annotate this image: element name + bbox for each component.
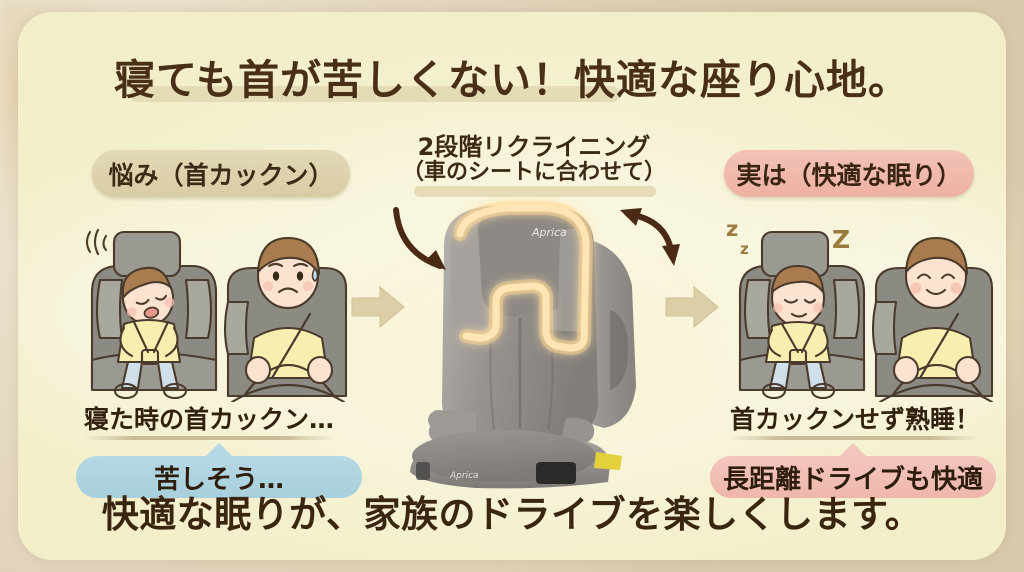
driver-worried-before [223,236,348,404]
speech-bubble-before-label: 苦しそう… [153,464,284,495]
caption-before-text: 寝た時の首カックン… [84,405,335,434]
isofix-connector [536,462,576,484]
speech-bubble-after-label: 長距離ドライブも快適 [722,464,983,495]
svg-text:z: z [726,217,738,241]
illustration-before: .ln{fill:none;stroke:#4b3b2c;stroke-widt… [76,210,354,404]
driver-happy-after [871,236,994,404]
recline-highlight-outline [453,201,593,355]
caption-after-underline [730,436,981,440]
badge-benefit-label: 実は（快適な眠り） [736,160,962,190]
child-in-seat-after [738,230,866,400]
feature-caption-line1: 2段階リクライニング [417,133,651,161]
speech-bubble-after-tail [839,443,867,457]
product-feature-caption: 2段階リクライニング （車のシートに合わせて） [386,133,682,197]
speech-bubble-before-tail [205,443,233,457]
flow-arrow-before-to-product [350,284,406,334]
wobble-lines-icon [85,228,108,256]
sweat-drop-icon [311,266,319,283]
flow-arrow-product-to-after [664,284,720,334]
badge-problem: 悩み（首カックン） [92,150,350,197]
recline-arrow-double-right [614,198,694,278]
product-brand-base: Aprica [449,471,479,481]
product-car-seat-image: Aprica Aprica [396,190,666,490]
headline-text: 寝ても首が苦しくない！快適な座り心地。 [114,56,910,104]
poster-card: 寝ても首が苦しくない！快適な座り心地。 悩み（首カックン） 2段階リクライニング… [18,12,1006,560]
badge-benefit: 実は（快適な眠り） [724,150,974,197]
page-title: 寝ても首が苦しくない！快適な座り心地。 [18,46,1006,106]
caption-before: 寝た時の首カックン… [84,400,335,440]
feature-caption-line2: （車のシートに合わせて） [401,159,666,185]
page-footer-title: 快適な眠りが、家族のドライブを楽しくします。 [18,484,1006,538]
seat-armrest-right [560,417,595,444]
footer-title-text: 快適な眠りが、家族のドライブを楽しくします。 [101,493,923,536]
caption-after: 首カックンせず熟睡！ [730,400,981,440]
illustration-after: .ln2{fill:none;stroke:#4b3b2c;stroke-wid… [712,210,996,404]
caption-after-text: 首カックンせず熟睡！ [730,405,981,434]
speech-bubble-before: 苦しそう… [76,443,362,498]
svg-text:z: z [740,240,749,258]
feature-caption-highlight-bar [414,186,656,197]
speech-bubble-after: 長距離ドライブも快適 [710,443,996,498]
recline-arrow-left [390,200,472,284]
product-brand-headrest: Aprica [531,226,567,239]
caption-before-underline [84,436,335,440]
child-in-seat-before [90,230,218,400]
release-tab [594,452,622,470]
svg-text:Z: Z [832,225,850,254]
badge-problem-label: 悩み（首カックン） [108,160,334,190]
